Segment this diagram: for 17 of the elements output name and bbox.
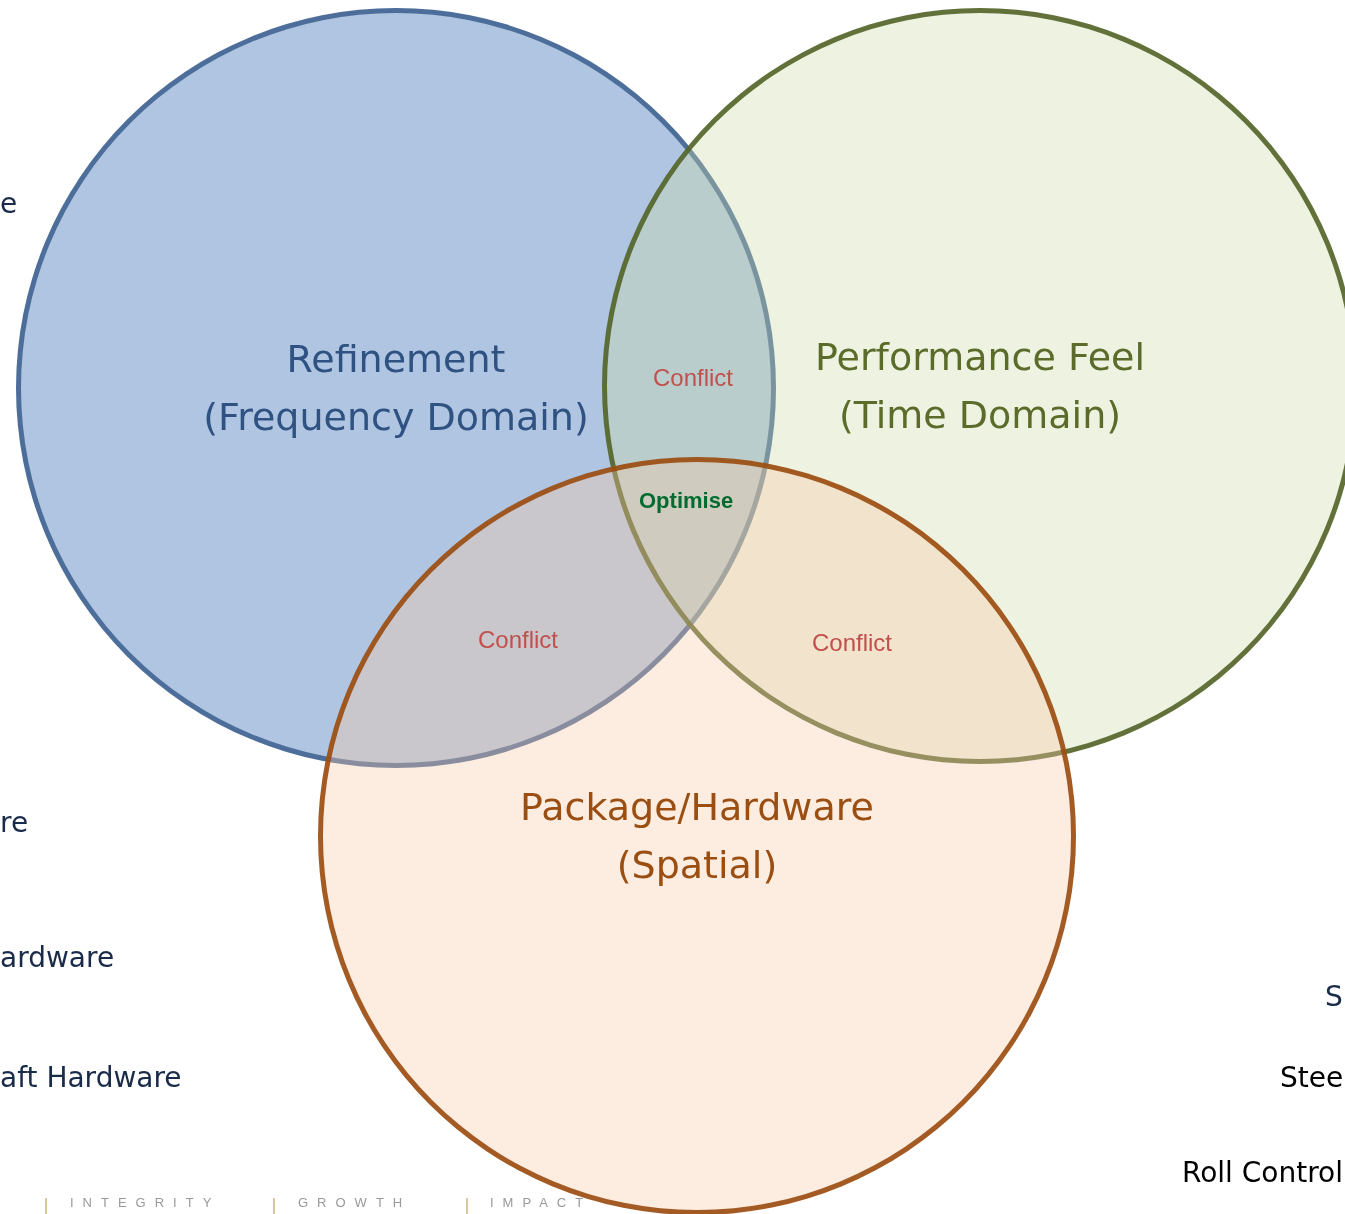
overlap-label: Conflict [653,366,734,390]
circle-title: Package/Hardware (Spatial) [519,784,875,889]
circle-title: Refinement (Frequency Domain) [202,336,590,441]
side-text: ardware [0,944,115,972]
footer-text: GROWTH [298,1196,412,1209]
overlap-label: Conflict [478,628,559,652]
overlap-label: Optimise [639,490,734,512]
side-text: aft Hardware [0,1064,182,1092]
side-text: Roll Control [1182,1159,1343,1187]
footer-text: INTEGRITY [70,1196,221,1209]
side-text: e [0,190,18,218]
footer-text: IMPACT [490,1196,593,1209]
side-text: re [0,809,29,837]
overlap-label: Conflict [812,631,893,655]
circle-title: Performance Feel (Time Domain) [814,334,1146,439]
side-text: S [1325,983,1343,1011]
side-text: Stee [1280,1064,1344,1092]
